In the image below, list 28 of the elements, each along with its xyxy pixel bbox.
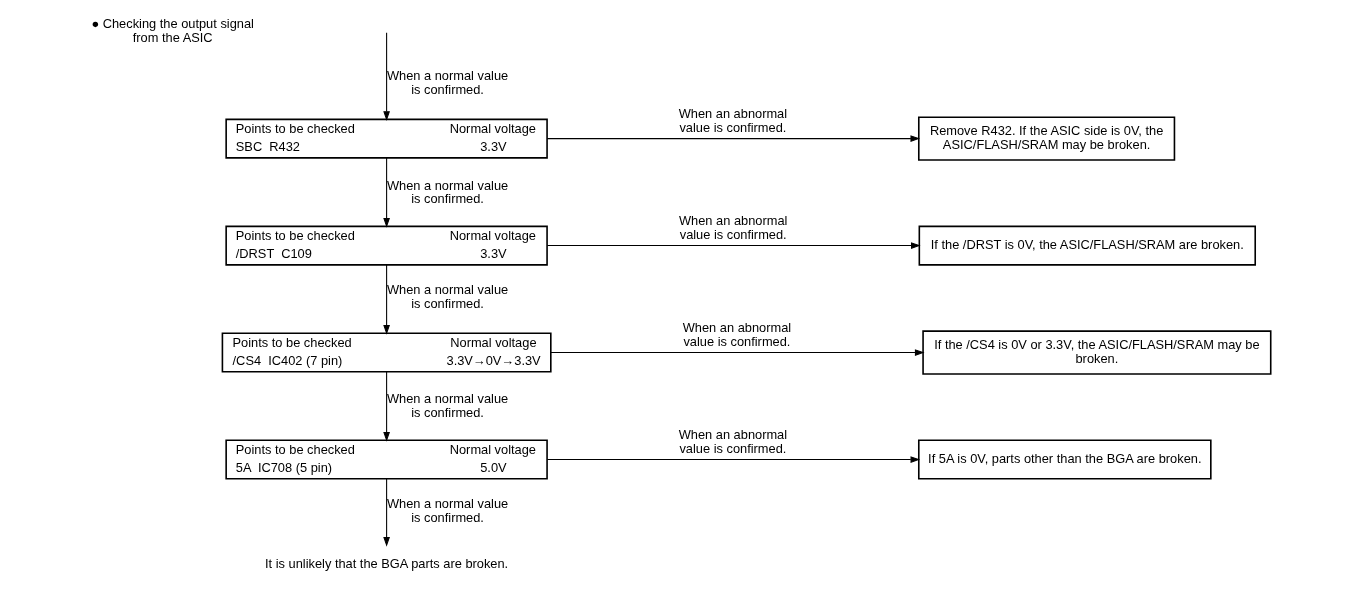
arrow (546, 456, 920, 463)
arrow (382, 264, 390, 335)
arrow (546, 135, 920, 142)
arrow (546, 242, 921, 249)
edge-label: When a normal value is confirmed. (386, 282, 508, 312)
edge-label: When a normal value is confirmed. (386, 391, 508, 421)
edge-label: When a normal value is confirmed. (386, 68, 508, 98)
node-box: If the /DRST is 0V, the ASIC/FLASH/SRAM are broken. (918, 225, 1256, 266)
label: ● Checking the output signal from the ASIC (90, 16, 254, 45)
node-text: It is unlikely that the BGA parts are broken. (264, 555, 508, 571)
node-box: Points to be checked Normal voltage /CS4 IC402 (7 pin) 3.3V→0V→3.3V (221, 332, 552, 373)
node-box: If the /CS4 is 0V or 3.3V, the ASIC/FLASH/SRAM may be broken. (921, 330, 1271, 375)
edge-label: When an abnormal value is confirmed. (678, 105, 787, 135)
arrow (382, 157, 390, 228)
edge-label: When an abnormal value is confirmed. (678, 426, 787, 456)
node-box: Remove R432. If the ASIC side is 0V, the ASIC/FLASH/SRAM may be broken. (917, 116, 1175, 161)
node-box: Points to be checked Normal voltage 5A IC708 (5 pin) 5.0V (224, 439, 548, 480)
arrow (382, 478, 390, 547)
edge-label: When a normal value is confirmed. (386, 496, 508, 526)
arrow (382, 32, 390, 121)
edge-label: When an abnormal value is confirmed. (682, 319, 791, 349)
arrow (549, 349, 925, 356)
node-box: Points to be checked Normal voltage /DRST C109 3.3V (224, 225, 548, 266)
node-box: If 5A is 0V, parts other than the BGA are broken. (917, 439, 1212, 480)
node-box: Points to be checked Normal voltage SBC R432 3.3V (224, 118, 548, 159)
edge-label: When an abnormal value is confirmed. (678, 212, 787, 242)
arrow (382, 371, 390, 442)
edge-label: When a normal value is confirmed. (386, 177, 508, 207)
